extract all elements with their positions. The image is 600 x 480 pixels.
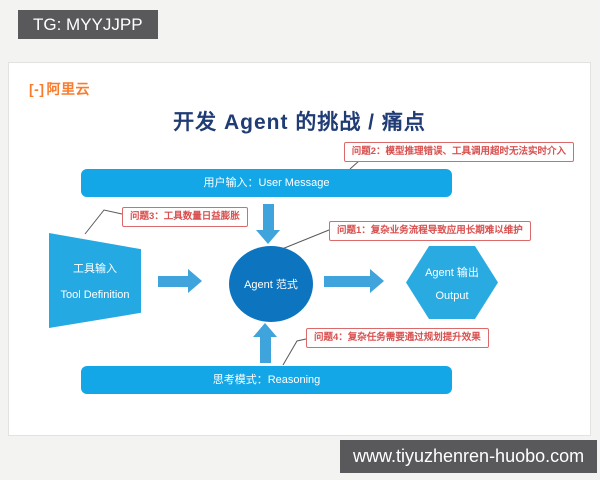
reasoning-bar: 思考模式：Reasoning	[81, 366, 452, 394]
url-watermark: www.tiyuzhenren-huobo.com	[340, 440, 598, 473]
callout-problem2: 问题2：模型推理错误、工具调用超时无法实时介入	[343, 142, 574, 162]
agent-output-label-en: Output	[435, 289, 469, 302]
agent-output-node: Agent 输出 Output	[406, 246, 498, 319]
agent-paradigm-label: Agent 范式	[244, 279, 298, 291]
callout-problem3: 问题3：工具数量日益膨胀	[122, 207, 248, 227]
tool-definition-node: 工具输入 Tool Definition	[49, 233, 141, 328]
callout-problem1: 问题1：复杂业务流程导致应用长期难以维护	[329, 221, 531, 241]
slide-title: 开发 Agent 的挑战 / 痛点	[173, 111, 426, 134]
telegram-watermark: TG: MYYJJPP	[18, 10, 158, 39]
alibaba-cloud-logo-icon: [-]	[29, 81, 45, 97]
arrow-down-user-to-agent-icon	[256, 204, 280, 244]
connector-problem1	[281, 229, 330, 250]
alibaba-cloud-logo-text: 阿里云	[46, 81, 90, 97]
arrow-up-reasoning-to-agent-icon	[253, 323, 277, 363]
arrow-right-tools-to-agent-icon	[158, 269, 202, 293]
callout-problem4: 问题4：复杂任务需要通过规划提升效果	[306, 328, 489, 348]
agent-output-label-zh: Agent 输出	[425, 266, 479, 279]
tool-definition-label-zh: 工具输入	[73, 263, 117, 275]
agent-paradigm-node: Agent 范式	[229, 246, 313, 322]
tool-definition-label-en: Tool Definition	[60, 289, 130, 301]
connector-problem4	[282, 338, 307, 366]
alibaba-cloud-logo: [-]阿里云	[29, 79, 90, 99]
connector-problem3	[84, 209, 123, 235]
presentation-slide: [-]阿里云 开发 Agent 的挑战 / 痛点 问题2：模型推理错误、工具调用…	[8, 62, 591, 436]
user-message-bar: 用户输入：User Message	[81, 169, 452, 197]
arrow-right-agent-to-output-icon	[324, 269, 384, 293]
